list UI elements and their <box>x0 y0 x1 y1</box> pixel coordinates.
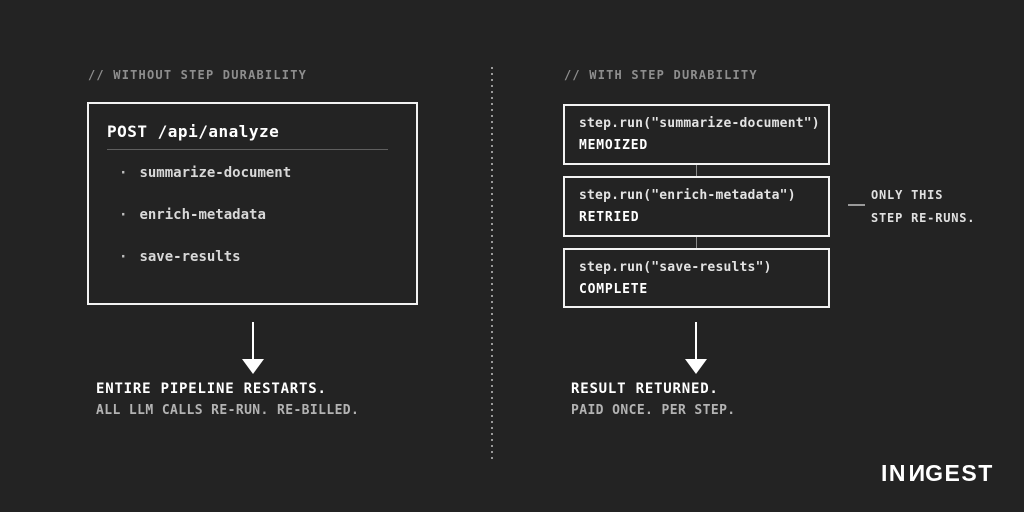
arrow-head <box>242 359 264 374</box>
step-status: COMPLETE <box>579 282 649 297</box>
right-result-secondary: PAID ONCE. PER STEP. <box>571 403 736 418</box>
step-code: step.run("enrich-metadata") <box>579 188 796 203</box>
pipeline-box-divider <box>107 149 388 150</box>
box-connector-line <box>696 165 697 176</box>
annotation-line1: ONLY THIS <box>871 188 944 202</box>
inngest-logo: INNGEST <box>881 460 994 487</box>
logo-part3: GEST <box>925 460 994 486</box>
bullet-icon: · <box>119 207 128 223</box>
down-arrow-icon <box>685 322 707 374</box>
list-item: · enrich-metadata <box>119 207 266 223</box>
step-box-enrich: step.run("enrich-metadata") RETRIED <box>563 176 830 237</box>
step-code: step.run("save-results") <box>579 260 772 275</box>
down-arrow-icon <box>242 322 264 374</box>
bullet-icon: · <box>119 165 128 181</box>
left-result-secondary: ALL LLM CALLS RE-RUN. RE-BILLED. <box>96 403 360 418</box>
left-result-primary: ENTIRE PIPELINE RESTARTS. <box>96 381 327 397</box>
list-item-label: summarize-document <box>139 165 292 181</box>
list-item: · summarize-document <box>119 165 291 181</box>
step-code: step.run("summarize-document") <box>579 116 820 131</box>
list-item-label: save-results <box>139 249 241 265</box>
arrow-shaft <box>252 322 254 359</box>
list-item-label: enrich-metadata <box>139 207 266 223</box>
annotation-line2: STEP RE-RUNS. <box>871 211 976 225</box>
step-box-summarize: step.run("summarize-document") MEMOIZED <box>563 104 830 165</box>
logo-part1: IN <box>881 460 907 486</box>
bullet-icon: · <box>119 249 128 265</box>
step-box-save: step.run("save-results") COMPLETE <box>563 248 830 308</box>
right-section-header: // WITH STEP DURABILITY <box>564 68 758 82</box>
arrow-shaft <box>695 322 697 359</box>
pipeline-box: POST /api/analyze · summarize-document · e… <box>87 102 418 305</box>
list-item: · save-results <box>119 249 241 265</box>
vertical-dotted-divider <box>491 67 493 462</box>
annotation-dash <box>848 204 865 206</box>
box-connector-line <box>696 237 697 248</box>
step-status: MEMOIZED <box>579 138 649 153</box>
logo-part2-reversed-n: N <box>907 460 926 486</box>
pipeline-box-title: POST /api/analyze <box>107 122 280 141</box>
step-status: RETRIED <box>579 210 640 225</box>
right-result-primary: RESULT RETURNED. <box>571 381 719 397</box>
left-section-header: // WITHOUT STEP DURABILITY <box>88 68 308 82</box>
arrow-head <box>685 359 707 374</box>
